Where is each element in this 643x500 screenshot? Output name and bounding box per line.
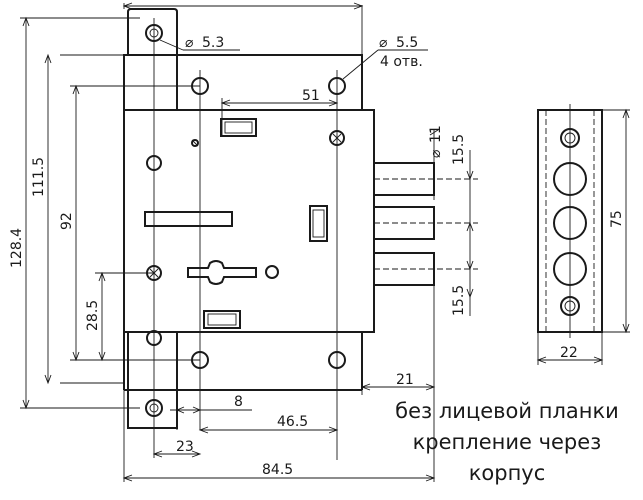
lock-body — [123, 109, 375, 391]
dim-111-label: 111.5 — [31, 157, 47, 197]
dim-51-label: 51 — [302, 88, 320, 104]
top-mounting-plate — [123, 8, 363, 111]
pitch-top-label: 15.5 — [451, 134, 467, 165]
dim-28-label: 28.5 — [85, 300, 101, 331]
bottom-mounting-plate — [127, 331, 178, 429]
slots — [144, 118, 328, 329]
top-dimensions — [122, 2, 428, 135]
dim-hole-count-label: 4 отв. — [380, 54, 423, 70]
note-line-2: крепление через — [412, 430, 602, 454]
dim-hole-small-label: 5.3 — [202, 35, 224, 51]
dim-21-label: 21 — [396, 372, 414, 388]
pitch-bottom-label: 15.5 — [451, 285, 467, 316]
mounting-note: без лицевой планки крепление через корпу… — [376, 396, 638, 489]
keyhole — [187, 260, 257, 285]
side-view — [536, 104, 630, 365]
dim-hole-small-symbol: ⌀ — [185, 35, 194, 51]
center-lines — [20, 17, 338, 460]
mounting-holes — [145, 24, 346, 417]
dim-hole-large-symbol: ⌀ — [379, 35, 388, 51]
note-line-3: корпус — [468, 461, 546, 485]
dim-23-label: 23 — [176, 439, 194, 455]
bolt-dia-symbol: ⌀ — [428, 149, 444, 158]
dim-hole-large-label: 5.5 — [396, 35, 418, 51]
dim-46-label: 46.5 — [277, 414, 308, 430]
dim-92-label: 92 — [59, 212, 75, 230]
dim-84-label: 84.5 — [262, 462, 293, 478]
bolts — [373, 162, 478, 286]
bolt-dimensions — [429, 129, 474, 316]
dim-128-label: 128.4 — [9, 228, 25, 268]
left-dimensions — [22, 16, 106, 410]
side-75-label: 75 — [609, 210, 625, 228]
dim-8-label: 8 — [234, 394, 243, 410]
bolt-dia-label: 11 — [428, 125, 444, 143]
note-line-1: без лицевой планки — [395, 399, 619, 423]
side-22-label: 22 — [560, 345, 578, 361]
bottom-dimensions — [122, 285, 436, 482]
